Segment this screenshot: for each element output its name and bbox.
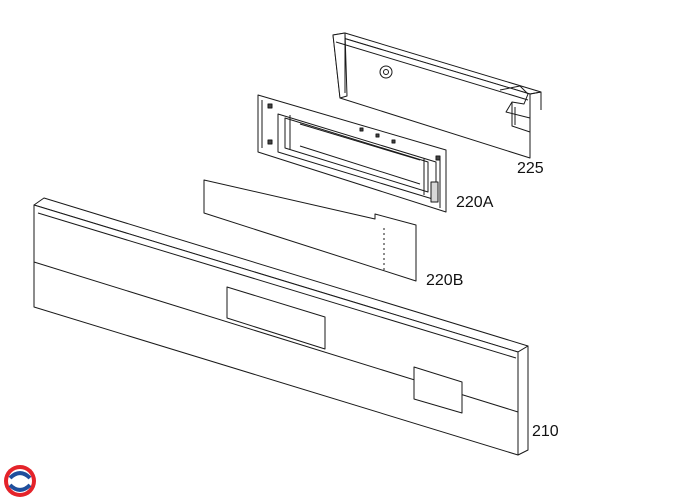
callout-220a: 220A (456, 194, 494, 211)
part-220b-sheet (203, 179, 417, 282)
part-225-bracket (332, 32, 542, 159)
callout-220b: 220B (426, 272, 464, 289)
callout-225: 225 (517, 160, 544, 177)
display-window (226, 286, 326, 350)
brand-logo (4, 465, 36, 497)
part-210-front-panel (33, 197, 529, 456)
part-220a-display-board (257, 94, 447, 213)
control-window (413, 366, 463, 414)
callout-210: 210 (532, 423, 559, 440)
